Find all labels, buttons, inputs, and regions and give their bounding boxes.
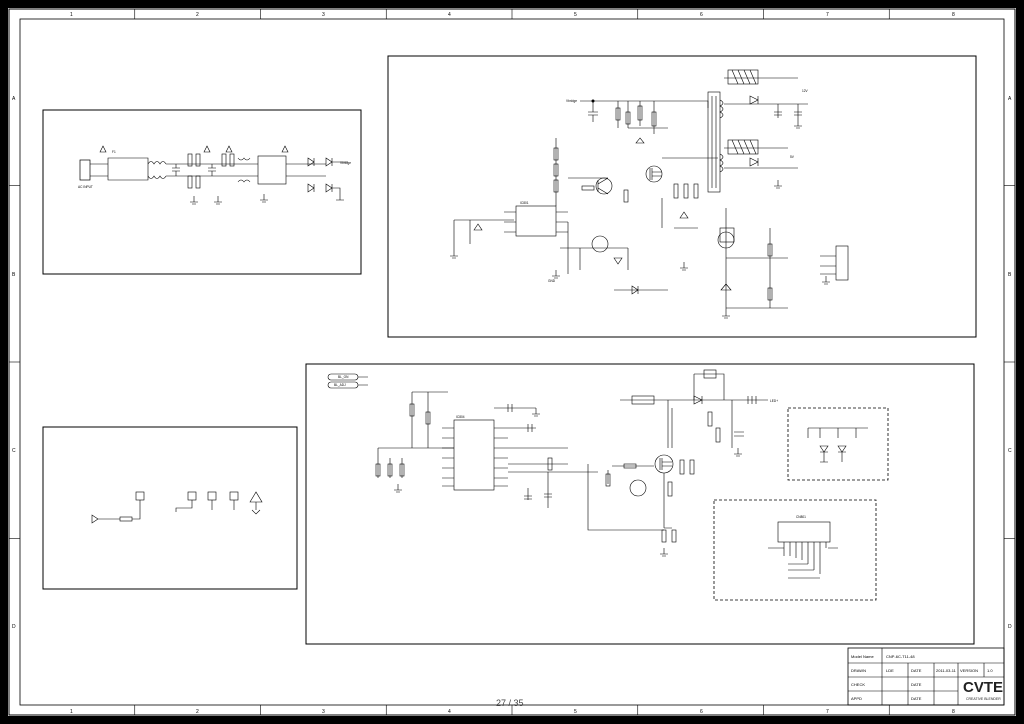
col-label: 1 bbox=[70, 709, 73, 715]
backlight-ic-label: IC804 bbox=[456, 415, 465, 419]
ac-input-label: AC INPUT bbox=[78, 185, 93, 189]
version-value: 1.0 bbox=[987, 668, 993, 673]
flyback-block: Vbridge bbox=[387, 55, 977, 338]
col-label: 4 bbox=[448, 12, 451, 18]
led-connector-label: CN801 bbox=[796, 515, 806, 519]
vbridge-input-label: Vbridge bbox=[566, 99, 577, 103]
output-12v-label: 12V bbox=[802, 89, 809, 93]
frame-column-labels-top: 1 2 3 4 5 6 7 8 bbox=[70, 12, 955, 18]
date-label: DATE bbox=[911, 682, 922, 687]
drawn-label: DRAWN bbox=[851, 668, 866, 673]
row-label: C bbox=[1008, 448, 1012, 454]
cvte-logo-subtitle: CREATIVE BLENDER bbox=[966, 697, 1001, 701]
col-label: 3 bbox=[322, 12, 325, 18]
page-number: 27 / 35 bbox=[496, 698, 524, 708]
col-label: 1 bbox=[70, 12, 73, 18]
col-label: 3 bbox=[322, 709, 325, 715]
col-label: 4 bbox=[448, 709, 451, 715]
col-label: 5 bbox=[574, 709, 577, 715]
drawn-value: LDE bbox=[886, 668, 894, 673]
led-plus-label: LED+ bbox=[770, 399, 778, 403]
frame-column-labels-bottom: 1 2 3 4 5 6 7 8 bbox=[70, 709, 955, 715]
col-label: 8 bbox=[952, 12, 955, 18]
output-5v-label: 5V bbox=[790, 155, 795, 159]
frame-row-labels-right: A B C D bbox=[1008, 96, 1012, 630]
gnd-label: GND bbox=[548, 279, 556, 283]
col-label: 2 bbox=[196, 709, 199, 715]
schematic-sheet: 1 2 3 4 5 6 7 8 1 2 3 4 5 6 7 8 A B C D … bbox=[8, 8, 1016, 716]
version-label: VERSION bbox=[960, 668, 978, 673]
backlight-driver-block: BL_ON BL_ADJ IC804 LED+ CN801 bbox=[305, 363, 975, 645]
bl-adj-label: BL_ADJ bbox=[334, 383, 346, 387]
col-label: 7 bbox=[826, 12, 829, 18]
col-label: 2 bbox=[196, 12, 199, 18]
model-name-value: CNP-6C-T11-48 bbox=[886, 654, 915, 659]
fuse-label: F1 bbox=[112, 150, 116, 154]
model-name-label: Model Name bbox=[851, 654, 874, 659]
col-label: 7 bbox=[826, 709, 829, 715]
frame-row-labels-left: A B C D bbox=[12, 96, 16, 630]
schematic-drawing: 1 2 3 4 5 6 7 8 1 2 3 4 5 6 7 8 A B C D … bbox=[8, 8, 1016, 716]
row-label: A bbox=[1008, 96, 1012, 102]
row-label: B bbox=[1008, 272, 1012, 278]
row-label: B bbox=[12, 272, 16, 278]
date-label: DATE bbox=[911, 668, 922, 673]
col-label: 5 bbox=[574, 12, 577, 18]
title-block: Model Name CNP-6C-T11-48 DRAWN LDE DATE … bbox=[847, 647, 1005, 706]
test-point-block bbox=[42, 426, 298, 590]
cvte-logo: CVTE bbox=[963, 679, 1003, 696]
ac-input-block: AC INPUT F1 Vbridge bbox=[42, 109, 362, 275]
date-value: 2011-03-11 bbox=[936, 668, 957, 673]
col-label: 6 bbox=[700, 12, 703, 18]
vbridge-label: Vbridge bbox=[340, 161, 351, 165]
pwm-ic-label: IC801 bbox=[520, 201, 529, 205]
row-label: D bbox=[1008, 624, 1012, 630]
date-label: DATE bbox=[911, 696, 922, 701]
col-label: 6 bbox=[700, 709, 703, 715]
col-label: 8 bbox=[952, 709, 955, 715]
row-label: A bbox=[12, 96, 16, 102]
appd-label: APPD bbox=[851, 696, 862, 701]
bl-on-label: BL_ON bbox=[338, 375, 349, 379]
row-label: D bbox=[12, 624, 16, 630]
row-label: C bbox=[12, 448, 16, 454]
check-label: CHECK bbox=[851, 682, 865, 687]
